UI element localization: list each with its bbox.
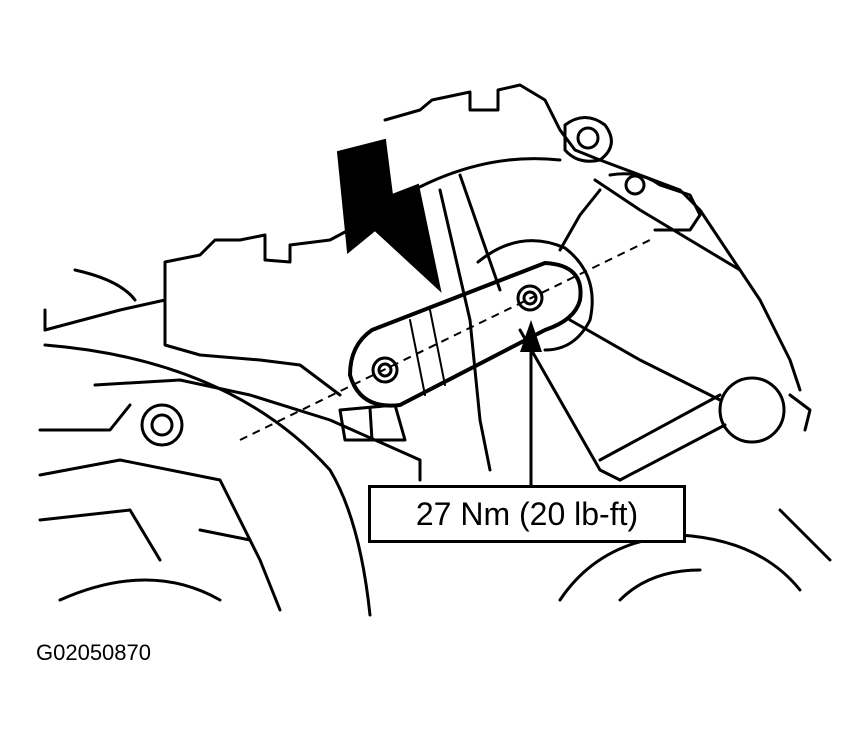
flange-bolt-inner bbox=[150, 413, 174, 437]
left-lower-flange bbox=[93, 378, 422, 482]
housing-rib-6 bbox=[518, 328, 622, 482]
flywheel-arc-inner bbox=[58, 578, 222, 602]
housing-rib-2 bbox=[458, 173, 502, 292]
ball-rod-upper bbox=[598, 393, 722, 462]
link-bolt-left bbox=[371, 356, 399, 384]
boss-hole bbox=[576, 126, 600, 150]
ball-rod-lower bbox=[618, 423, 727, 482]
housing-rib bbox=[438, 188, 492, 472]
link-bar-shade bbox=[409, 309, 446, 396]
housing-rib-5 bbox=[568, 318, 722, 402]
flange-bolt-outer bbox=[140, 403, 184, 447]
left-web-4 bbox=[38, 508, 162, 562]
torque-callout-box: 27 Nm (20 lb-ft) bbox=[368, 485, 686, 543]
figure-id-label: G02050870 bbox=[36, 640, 151, 665]
right-lower-arc bbox=[558, 533, 802, 602]
housing-rib-4 bbox=[593, 178, 742, 272]
right-lower-arc-2 bbox=[618, 568, 702, 602]
flywheel-arc bbox=[43, 343, 372, 617]
link-bolt-right-inner bbox=[522, 290, 538, 306]
left-web-1 bbox=[38, 403, 132, 432]
left-frame bbox=[43, 230, 347, 332]
right-end bbox=[788, 393, 812, 432]
small-boss bbox=[624, 174, 646, 196]
ring-arc-top bbox=[73, 268, 137, 302]
lower-block-line bbox=[368, 406, 374, 442]
pointer-arrow-icon bbox=[336, 138, 442, 293]
side-bracket bbox=[608, 172, 702, 232]
lower-block bbox=[338, 403, 407, 442]
left-bracket bbox=[163, 298, 342, 397]
alignment-centerline bbox=[239, 239, 651, 441]
upper-housing-outline bbox=[383, 83, 802, 392]
left-web-2 bbox=[38, 458, 282, 612]
ball-joint bbox=[718, 376, 786, 444]
boss-upper bbox=[563, 116, 613, 163]
callout-arrow-icon bbox=[520, 320, 542, 488]
left-web-3 bbox=[198, 528, 252, 542]
torque-spec-label: 27 Nm (20 lb-ft) bbox=[415, 495, 639, 532]
right-rib bbox=[778, 508, 832, 562]
link-bolt-left-inner bbox=[377, 362, 393, 378]
housing-rib-3 bbox=[558, 188, 602, 252]
link-bar bbox=[348, 261, 583, 408]
link-bolt-right bbox=[516, 284, 544, 312]
pivot-circle bbox=[476, 239, 594, 352]
